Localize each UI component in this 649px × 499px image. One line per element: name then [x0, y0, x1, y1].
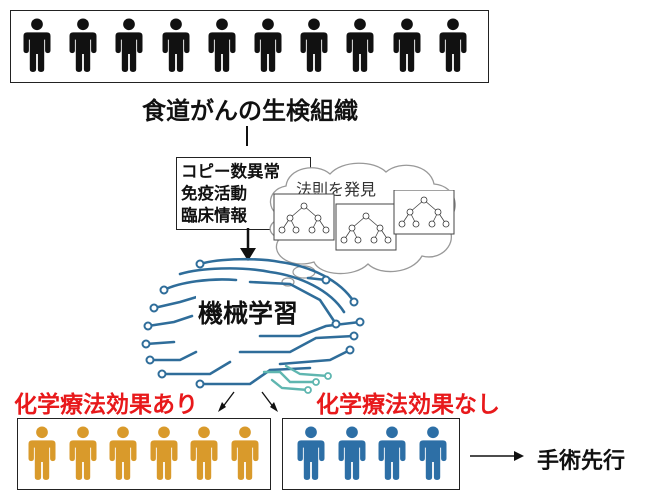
person-icon	[146, 425, 182, 485]
person-icon	[65, 17, 101, 77]
person-icon	[158, 17, 194, 77]
person-icon	[105, 425, 141, 485]
tissue-label: 食道がんの生検組織	[142, 97, 358, 125]
person-icon	[186, 425, 222, 485]
person-icon	[250, 17, 286, 77]
person-icon	[204, 17, 240, 77]
down-arrow-icon	[240, 228, 256, 261]
person-icon	[342, 17, 378, 77]
person-icon	[389, 17, 425, 77]
input-feature-immune: 免疫活動	[181, 184, 247, 203]
population-box	[10, 10, 489, 83]
responder-group-box	[17, 418, 271, 490]
nonresponder-group-box	[282, 418, 460, 490]
person-icon	[227, 425, 263, 485]
connector-line	[246, 126, 248, 146]
ml-label: 機械学習	[196, 294, 301, 330]
person-icon	[111, 17, 147, 77]
person-icon	[293, 425, 329, 485]
effect-no-label: 化学療法効果なし	[316, 392, 500, 418]
input-feature-cnv: コピー数異常	[181, 162, 280, 181]
input-feature-clinical: 臨床情報	[181, 206, 247, 225]
person-icon	[65, 425, 101, 485]
person-icon	[415, 425, 451, 485]
person-icon	[374, 425, 410, 485]
person-icon	[296, 17, 332, 77]
right-arrow-icon	[470, 451, 524, 461]
effect-yes-label: 化学療法効果あり	[14, 392, 198, 418]
person-icon	[19, 17, 55, 77]
branch-arrows-icon	[218, 391, 278, 412]
surgery-first-label: 手術先行	[537, 449, 626, 474]
person-icon	[435, 17, 471, 77]
person-icon	[334, 425, 370, 485]
person-icon	[24, 425, 60, 485]
decision-tree-icons	[273, 190, 455, 251]
circuit-brain-icon	[141, 257, 365, 394]
